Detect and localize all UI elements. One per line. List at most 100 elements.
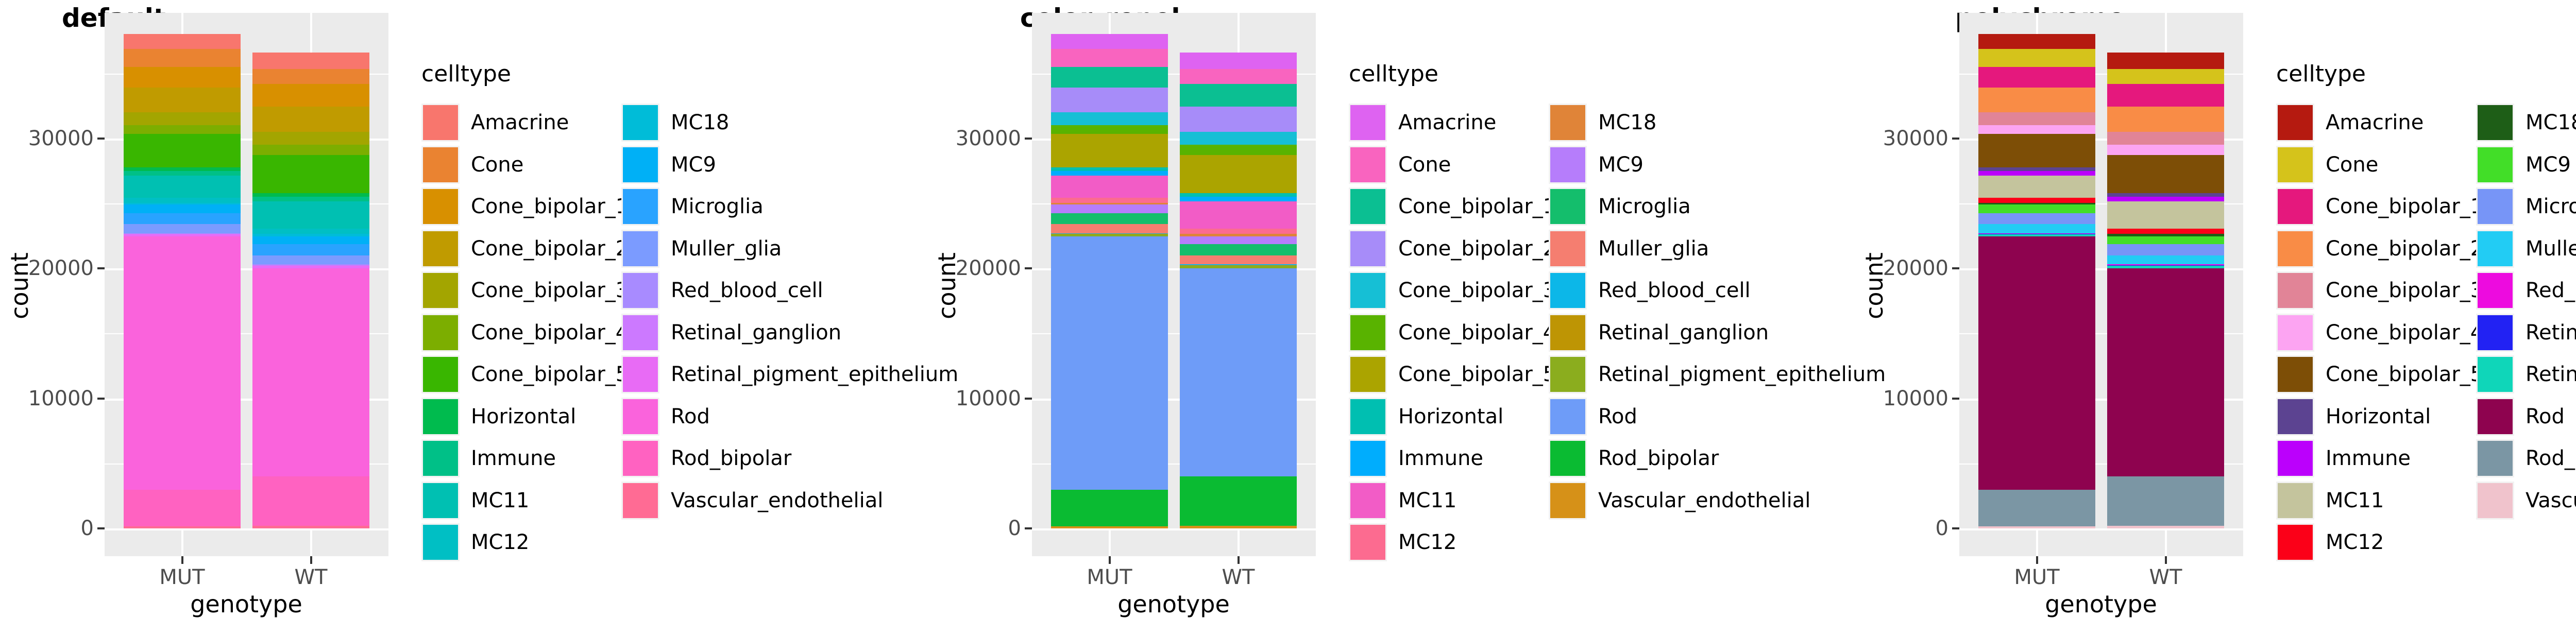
- legend-label: Cone: [1398, 152, 1451, 177]
- legend-swatch-red_blood_cell: [2476, 271, 2514, 310]
- y-tick-label: 0: [1935, 517, 1948, 540]
- bar-segment-retinal_pigment_epithelium: [2107, 266, 2224, 269]
- legend-label: MC9: [1598, 152, 1643, 177]
- legend-label: Horizontal: [471, 404, 577, 428]
- legend-label: Amacrine: [1398, 111, 1497, 134]
- legend-label: MC11: [471, 488, 530, 512]
- bar-segment-mc12: [252, 228, 369, 234]
- legend-swatch-immune: [421, 439, 460, 477]
- bar-segment-cone_bipolar_3: [1051, 112, 1168, 125]
- legend-swatch-cone_bipolar_5: [421, 355, 460, 393]
- bar-segment-vascular_endothelial: [252, 525, 369, 528]
- bar-segment-rod_bipolar: [252, 476, 369, 526]
- bar-segment-retinal_pigment_epithelium: [252, 266, 369, 269]
- gridline-major: [1032, 138, 1316, 141]
- bar-segment-retinal_ganglion: [2107, 265, 2224, 266]
- legend-swatch-retinal_pigment_epithelium: [1549, 355, 1587, 393]
- legend-swatch-muller_glia: [2476, 229, 2514, 268]
- bar-segment-rod: [2107, 268, 2224, 476]
- gridline-minor: [1032, 73, 1316, 75]
- bar-segment-vascular_endothelial: [1051, 526, 1168, 528]
- legend-swatch-mc18: [621, 104, 659, 142]
- legend-swatch-mc11: [2276, 481, 2314, 520]
- gridline-major: [1032, 398, 1316, 401]
- bar-segment-cone_bipolar_5: [2107, 155, 2224, 193]
- bar-segment-mc9: [252, 236, 369, 245]
- gridline-minor: [1959, 203, 2243, 204]
- legend-label: Red_blood_cell: [2526, 279, 2576, 302]
- bar-segment-mc18: [124, 202, 241, 205]
- gridline-minor: [105, 333, 388, 335]
- bar-segment-horizontal: [1180, 193, 1297, 197]
- gridline-minor: [105, 73, 388, 75]
- bar-segment-vascular_endothelial: [124, 526, 241, 528]
- x-tick-mark: [1108, 556, 1111, 564]
- legend-label: Muller_glia: [671, 236, 782, 261]
- legend-label: Cone_bipolar_3: [1398, 279, 1556, 302]
- bar-wt: [2107, 52, 2224, 528]
- bar-segment-rod: [1051, 236, 1168, 490]
- bar-segment-mc18: [1051, 202, 1168, 205]
- legend-swatch-vascular_endothelial: [621, 481, 659, 520]
- bar-segment-cone: [124, 49, 241, 67]
- bar-mut: [1051, 34, 1168, 528]
- legend-label: Retinal_ganglion: [2526, 320, 2576, 345]
- x-tick-mark: [2036, 556, 2038, 564]
- y-tick-label: 30000: [1883, 126, 1948, 150]
- bar-segment-immune: [2107, 197, 2224, 201]
- legend-label: MC12: [2326, 530, 2384, 554]
- legend-label: Rod_bipolar: [671, 447, 792, 470]
- bar-segment-cone_bipolar_4: [252, 145, 369, 156]
- legend-swatch-red_blood_cell: [1549, 271, 1587, 310]
- bar-segment-mc9: [124, 204, 241, 213]
- legend-label: Retinal_pigment_epithelium: [1598, 363, 1886, 386]
- legend-swatch-mc12: [421, 523, 460, 561]
- legend-swatch-cone_bipolar_2: [1349, 229, 1387, 268]
- legend-swatch-cone_bipolar_2: [2276, 229, 2314, 268]
- legend-label: Cone: [2326, 152, 2379, 177]
- bar-segment-mc9: [1978, 204, 2095, 213]
- legend-label: Microglia: [671, 195, 764, 218]
- legend-swatch-muller_glia: [621, 229, 659, 268]
- gridline-major: [1959, 138, 2243, 141]
- bar-segment-rod: [252, 268, 369, 476]
- bar-segment-mc11: [2107, 201, 2224, 229]
- bar-segment-cone: [2107, 68, 2224, 84]
- bar-segment-horizontal: [1978, 167, 2095, 171]
- bar-segment-retinal_pigment_epithelium: [124, 234, 241, 237]
- legend-swatch-retinal_ganglion: [1549, 313, 1587, 352]
- gridline-major: [105, 268, 388, 271]
- bar-segment-retinal_ganglion: [1180, 265, 1297, 266]
- legend-swatch-rod_bipolar: [621, 439, 659, 477]
- bar-segment-mc9: [2107, 236, 2224, 245]
- y-tick-label: 20000: [28, 256, 94, 281]
- bar-segment-cone: [252, 68, 369, 84]
- legend-swatch-cone: [1349, 145, 1387, 184]
- legend-label: Horizontal: [1398, 404, 1504, 428]
- legend-swatch-cone_bipolar_4: [2276, 313, 2314, 352]
- y-tick-mark: [1025, 267, 1032, 270]
- gridline-major: [105, 138, 388, 141]
- plot-panel: [105, 13, 388, 556]
- x-tick-label: MUT: [1087, 565, 1132, 589]
- y-axis-title: count: [933, 252, 961, 319]
- bar-segment-cone: [1978, 49, 2095, 67]
- x-axis-title: genotype: [2045, 590, 2157, 618]
- y-tick-mark: [1025, 527, 1032, 529]
- bar-segment-cone_bipolar_2: [252, 106, 369, 132]
- bar-segment-mc11: [124, 175, 241, 198]
- legend-label: MC18: [671, 111, 730, 134]
- legend-label: Muller_glia: [2526, 236, 2576, 261]
- legend-swatch-horizontal: [1349, 397, 1387, 436]
- legend-label: Retinal_ganglion: [1598, 320, 1769, 345]
- y-tick-mark: [1952, 137, 1959, 140]
- bar-segment-mc18: [1978, 202, 2095, 205]
- gridline-minor: [105, 463, 388, 465]
- bar-segment-rod: [1180, 268, 1297, 476]
- legend-title: celltype: [1349, 61, 1439, 87]
- bar-segment-cone_bipolar_3: [1180, 131, 1297, 145]
- legend-label: MC9: [2526, 152, 2571, 177]
- legend-swatch-immune: [1349, 439, 1387, 477]
- legend-swatch-mc12: [2276, 523, 2314, 561]
- legend-label: Cone_bipolar_5: [471, 363, 629, 386]
